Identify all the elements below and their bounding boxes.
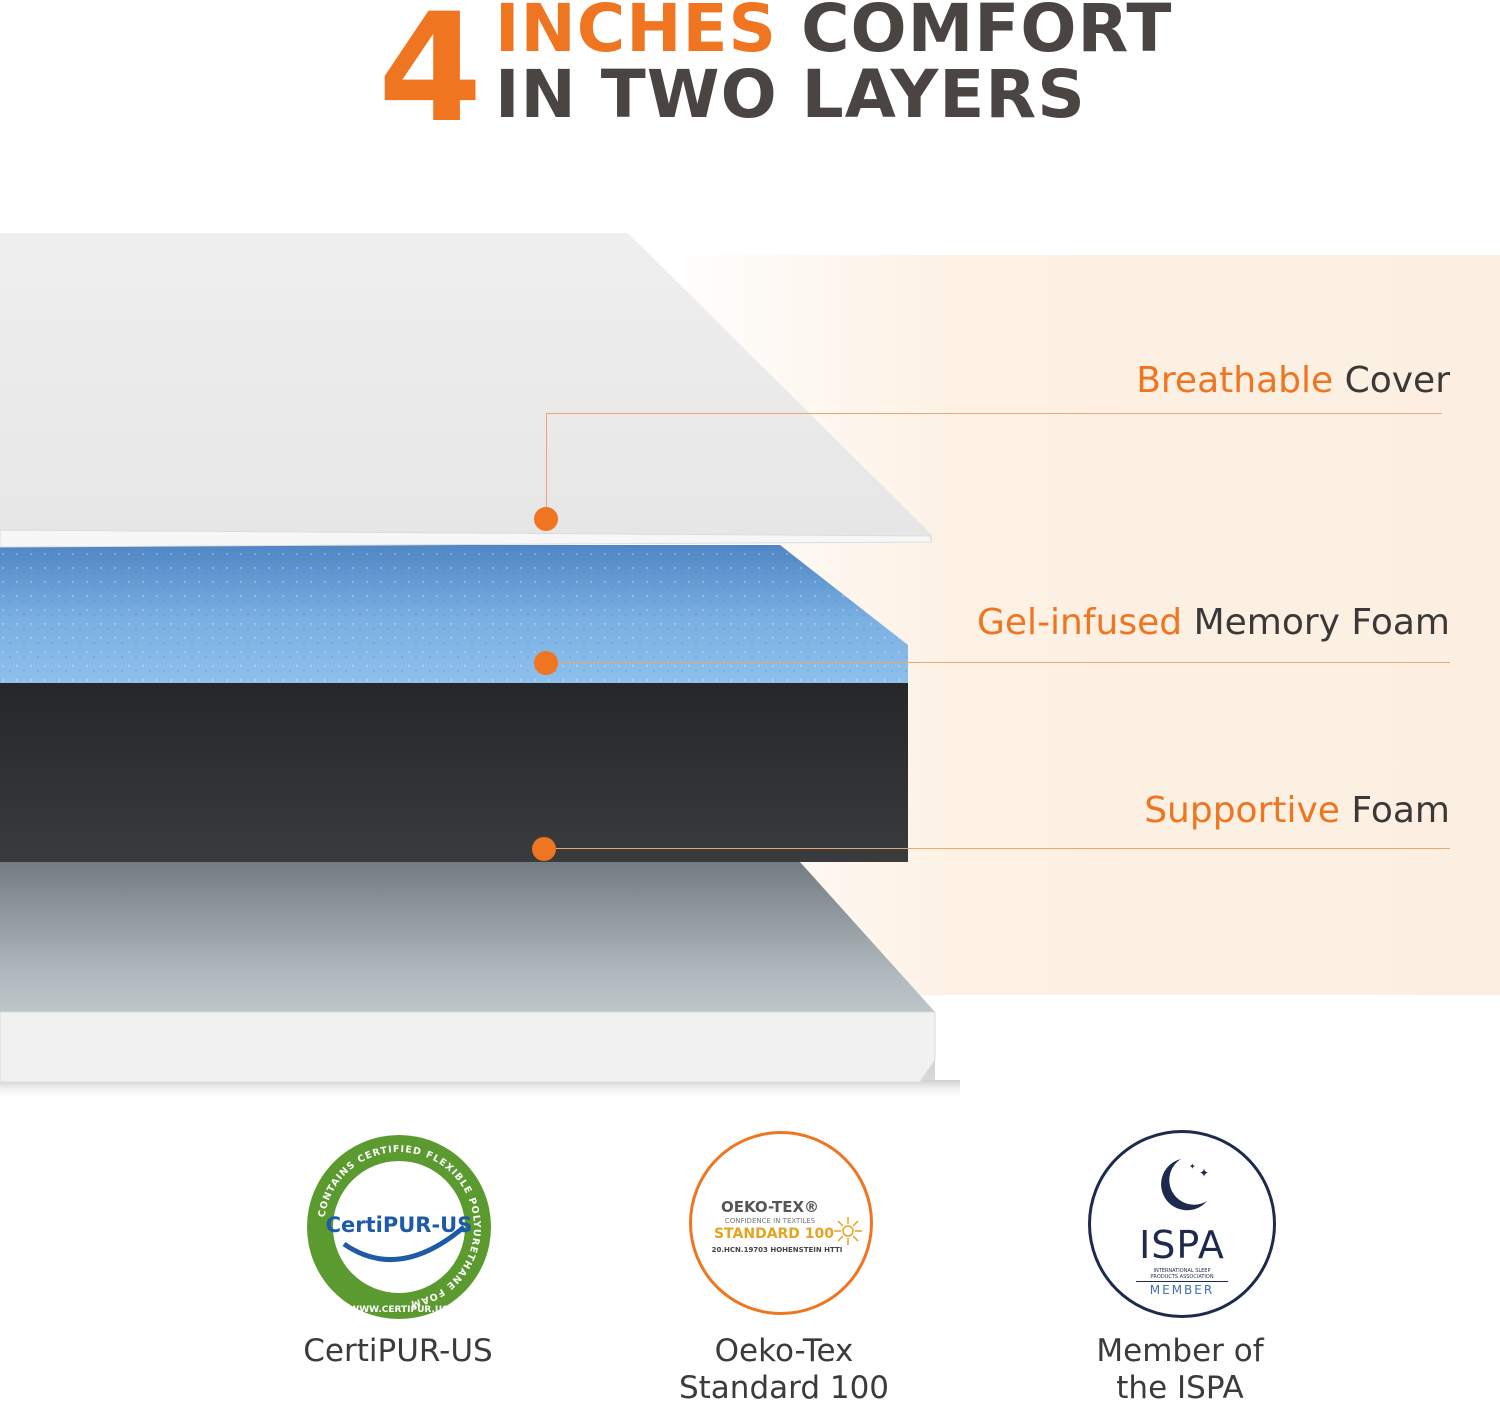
certipur-us-badge: CONTAINS CERTIFIED FLEXIBLE POLYURETHANE… bbox=[307, 1135, 491, 1319]
ispa-member: MEMBER bbox=[1149, 1283, 1215, 1297]
caption-line2: the ISPA bbox=[1116, 1370, 1244, 1406]
label-highlight: Supportive bbox=[1144, 790, 1340, 831]
label-highlight: Breathable bbox=[1136, 360, 1334, 401]
ispa-subtitle: INTERNATIONAL SLEEP PRODUCTS ASSOCIATION bbox=[1150, 1268, 1214, 1280]
oeko-tex-badge: OEKO-TEX® CONFIDENCE IN TEXTILES STANDAR… bbox=[689, 1131, 873, 1315]
label-gel-memory-foam: Gel-infused Memory Foam bbox=[977, 602, 1450, 643]
oeko-tex-tagline: CONFIDENCE IN TEXTILES bbox=[724, 1217, 816, 1225]
headline-highlight: INCHES bbox=[495, 0, 778, 67]
ispa-name: ISPA bbox=[1139, 1223, 1225, 1267]
ispa-badge: ✦ ✦ ISPA INTERNATIONAL SLEEP PRODUCTS AS… bbox=[1088, 1130, 1276, 1318]
headline-line2: IN TWO LAYERS bbox=[495, 56, 1086, 133]
oeko-tex-standard: STANDARD 100 bbox=[713, 1226, 835, 1242]
moon-stars-icon: ✦ ✦ bbox=[1161, 1159, 1209, 1211]
headline-line1: INCHES COMFORT bbox=[495, 0, 1172, 62]
label-rest: Foam bbox=[1339, 790, 1450, 831]
callout-line-h bbox=[546, 662, 1450, 663]
label-highlight: Gel-infused bbox=[977, 602, 1183, 643]
caption-line1: Member of bbox=[1096, 1333, 1264, 1369]
top-cover-edge bbox=[0, 529, 933, 548]
headline-number: 4 bbox=[378, 0, 483, 156]
callout-dot bbox=[534, 651, 558, 675]
svg-text:✦: ✦ bbox=[1189, 1162, 1196, 1171]
oeko-tex-flower-icon bbox=[834, 1217, 862, 1245]
ispa-divider bbox=[1136, 1281, 1228, 1282]
top-cover-surface bbox=[0, 233, 932, 545]
headline-line1-rest: COMFORT bbox=[777, 0, 1173, 67]
certipur-swoosh bbox=[342, 1225, 466, 1263]
callout-dot bbox=[534, 507, 558, 531]
bottom-cover-edge bbox=[0, 1011, 936, 1083]
oeko-tex-cert-number: 20.HCN.19703 HOHENSTEIN HTTI bbox=[711, 1246, 843, 1254]
supportive-foam-layer bbox=[0, 683, 908, 862]
caption-line2: Standard 100 bbox=[678, 1370, 890, 1406]
oeko-tex-brand: OEKO-TEX® bbox=[720, 1198, 820, 1216]
callout-line-v bbox=[546, 413, 547, 517]
shadow bbox=[0, 1080, 960, 1100]
callout-line-h bbox=[546, 413, 1442, 414]
gel-speckles bbox=[0, 545, 908, 683]
certipur-site: WWW.CERTIPUR.US bbox=[349, 1305, 448, 1315]
certipur-logo-text: CertiPUR-US bbox=[326, 1213, 473, 1237]
caption-ispa: Member of the ISPA bbox=[1030, 1333, 1330, 1407]
mattress-layers-illustration bbox=[0, 233, 960, 1100]
certipur-inner bbox=[333, 1161, 465, 1293]
caption-certipur: CertiPUR-US bbox=[303, 1333, 493, 1369]
label-rest: Cover bbox=[1333, 360, 1450, 401]
label-breathable-cover: Breathable Cover bbox=[1136, 360, 1450, 401]
caption-oeko-tex: Oeko-Tex Standard 100 bbox=[634, 1333, 934, 1407]
callout-dot bbox=[532, 837, 556, 861]
svg-text:✦: ✦ bbox=[1199, 1166, 1209, 1180]
label-supportive-foam: Supportive Foam bbox=[1144, 790, 1450, 831]
caption-line1: Oeko-Tex bbox=[714, 1333, 854, 1369]
callout-line-h bbox=[546, 848, 1450, 849]
label-rest: Memory Foam bbox=[1182, 602, 1450, 643]
